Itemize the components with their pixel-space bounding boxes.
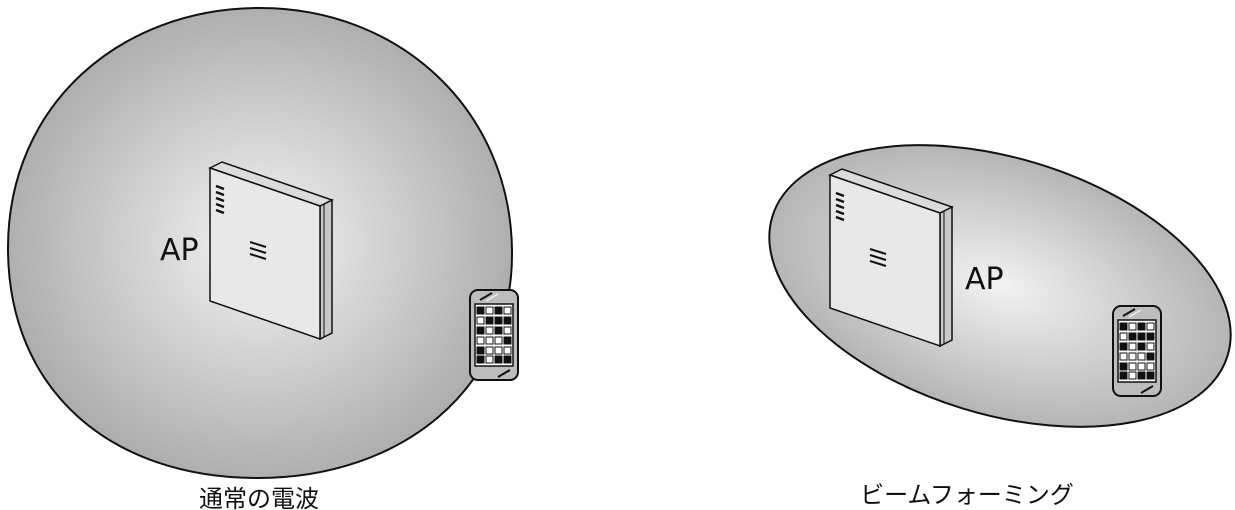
caption-beamforming: ビームフォーミング <box>860 481 1074 509</box>
ap-label: AP <box>160 233 199 268</box>
panel-normal: AP 通常の電波 <box>6 6 519 510</box>
panel-beamforming: AP ビームフォーミング <box>768 144 1232 509</box>
caption-normal: 通常の電波 <box>199 485 319 510</box>
ap-label: AP <box>965 262 1004 297</box>
smartphone-icon <box>469 289 519 381</box>
smartphone-icon <box>1112 305 1162 397</box>
